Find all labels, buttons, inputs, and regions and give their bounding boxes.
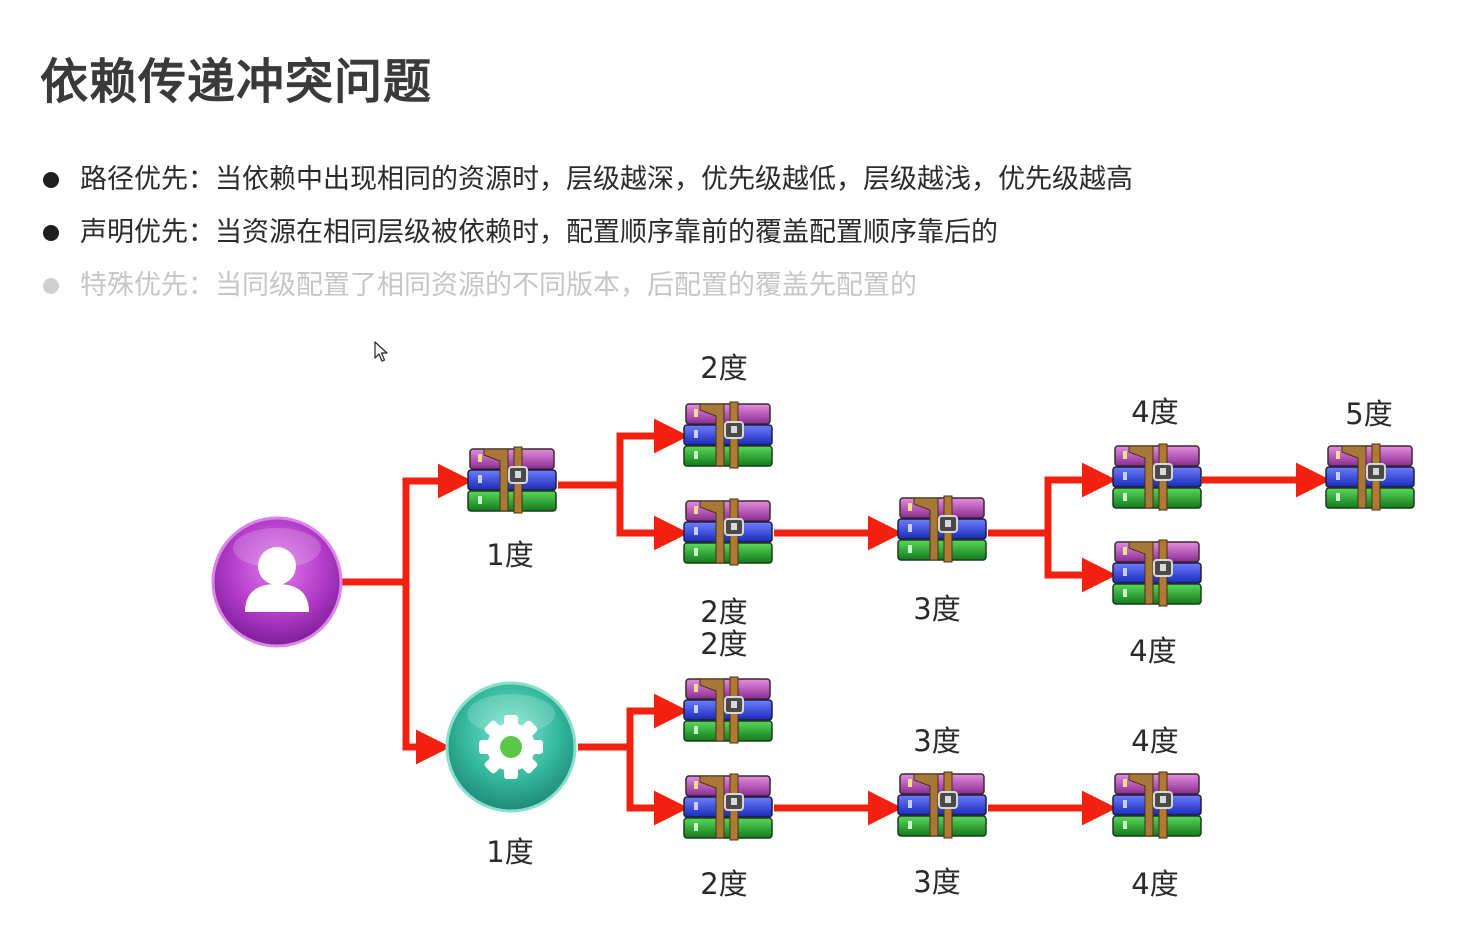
- degree-label: 4度: [1129, 634, 1176, 668]
- bullet-list: 路径优先：当依赖中出现相同的资源时，层级越深，优先级越低，层级越浅，优先级越高 …: [40, 160, 1133, 319]
- mouse-cursor-icon: [374, 341, 388, 362]
- archive-stack-icon: [897, 495, 987, 563]
- degree-label: 4度: [1131, 724, 1178, 758]
- user-icon: [245, 547, 309, 612]
- bullet-text: 特殊优先：当同级配置了相同资源的不同版本，后配置的覆盖先配置的: [80, 270, 917, 301]
- degree-label: 3度: [913, 592, 960, 626]
- degree-label: 3度: [913, 724, 960, 758]
- degree-label: 3度: [913, 865, 960, 899]
- degree-label: 4度: [1131, 395, 1178, 429]
- archive-stack-icon: [1112, 771, 1202, 839]
- bullet-path-priority: 路径优先：当依赖中出现相同的资源时，层级越深，优先级越低，层级越浅，优先级越高: [40, 160, 1133, 213]
- archive-stack-icon: [1325, 443, 1415, 511]
- bullet-text: 声明优先：当资源在相同层级被依赖时，配置顺序靠前的覆盖配置顺序靠后的: [80, 217, 998, 248]
- bullet-dot: [43, 278, 59, 294]
- project-node: [445, 681, 577, 813]
- connector-arrows: [342, 418, 1331, 826]
- arrow-project-to-bot2b: [626, 747, 689, 826]
- arrow-project-to-bot2a: [578, 693, 689, 751]
- degree-label: 1度: [486, 538, 533, 572]
- bullet-special-priority: 特殊优先：当同级配置了相同资源的不同版本，后配置的覆盖先配置的: [40, 266, 1133, 319]
- archive-stack-icon: [683, 498, 773, 566]
- user-node: [211, 516, 343, 648]
- slide-title: 依赖传递冲突问题: [40, 54, 433, 110]
- arrow-user-to-project: [402, 582, 451, 765]
- bullet-dot: [43, 172, 59, 188]
- archive-stack-icon: [683, 676, 773, 744]
- degree-label: 2度: [700, 627, 747, 661]
- bullet-declaration-priority: 声明优先：当资源在相同层级被依赖时，配置顺序靠前的覆盖配置顺序靠后的: [40, 213, 1133, 266]
- degree-label: 2度: [700, 595, 747, 629]
- arrow-top1-to-top2b: [616, 485, 689, 551]
- degree-label: 2度: [700, 351, 747, 385]
- archive-stack-icon: [683, 401, 773, 469]
- bullet-text: 路径优先：当依赖中出现相同的资源时，层级越深，优先级越低，层级越浅，优先级越高: [80, 164, 1133, 195]
- degree-labels: 1度 2度 2度 3度 4度 4度 5度 1度 2度 2度 3度 3度 4度 4…: [486, 351, 1392, 901]
- arrow-user-to-top-1: [342, 463, 473, 586]
- degree-label: 4度: [1131, 867, 1178, 901]
- archive-stack-icon: [1112, 443, 1202, 511]
- archive-stack-icon: [1112, 539, 1202, 607]
- bullet-dot: [43, 225, 59, 241]
- archive-stack-icon: [467, 446, 557, 514]
- degree-label: 1度: [486, 835, 533, 869]
- degree-label: 2度: [700, 867, 747, 901]
- archive-stack-icon: [683, 773, 773, 841]
- gear-icon: [479, 715, 543, 779]
- arrow-top1-to-top2a: [558, 418, 689, 489]
- degree-label: 5度: [1345, 397, 1392, 431]
- arrow-top3-to-top4a: [988, 462, 1117, 537]
- arrow-top3-to-top4b: [1044, 533, 1117, 593]
- archive-stack-icon: [897, 771, 987, 839]
